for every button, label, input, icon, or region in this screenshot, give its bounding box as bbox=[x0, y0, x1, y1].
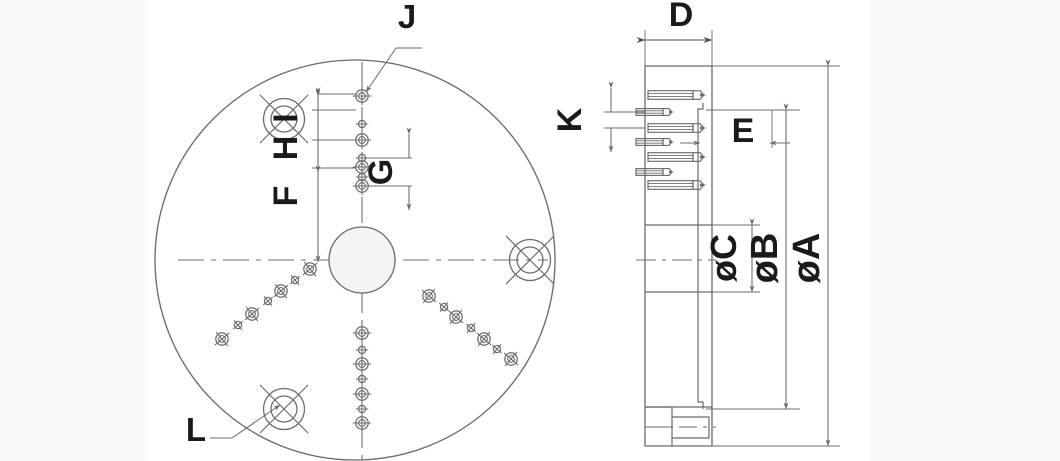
label-L: L bbox=[186, 411, 206, 448]
hole-row-diagonal-left bbox=[208, 255, 324, 353]
dimension-D bbox=[636, 30, 713, 66]
lower-counterbore bbox=[645, 406, 673, 446]
label-I: I bbox=[267, 113, 305, 122]
body-outline bbox=[644, 65, 713, 447]
label-F: F bbox=[267, 186, 305, 207]
label-J: J bbox=[398, 0, 416, 35]
right-margin-band bbox=[870, 0, 1060, 461]
dimension-A bbox=[712, 59, 840, 447]
label-G: G bbox=[362, 159, 400, 185]
dimension-I bbox=[312, 89, 356, 140]
chuck-outer-circle bbox=[154, 59, 556, 461]
left-margin-band bbox=[0, 0, 148, 461]
label-E: E bbox=[732, 112, 755, 150]
dimension-H bbox=[312, 139, 356, 173]
front-view bbox=[154, 47, 556, 461]
label-H: H bbox=[267, 136, 305, 161]
dimension-G bbox=[368, 127, 412, 211]
label-C: øC bbox=[703, 234, 744, 282]
bolt-6 bbox=[635, 168, 676, 176]
hole-row-bottom bbox=[352, 323, 372, 433]
bolt-1 bbox=[647, 90, 708, 100]
label-D: D bbox=[669, 0, 694, 34]
dimension-labels: J L D E K F H I G øC øB øA bbox=[186, 0, 828, 448]
bolt-4 bbox=[635, 138, 676, 146]
label-A: øA bbox=[786, 233, 828, 284]
lower-step-block bbox=[672, 416, 710, 439]
label-K: K bbox=[551, 107, 589, 132]
center-bore bbox=[328, 226, 396, 294]
internal-recess-profile bbox=[697, 103, 704, 409]
leader-J bbox=[365, 47, 422, 93]
dimension-B bbox=[706, 103, 800, 410]
dimension-C bbox=[707, 218, 760, 293]
jaw-slot-bottom-left bbox=[259, 384, 309, 434]
dimension-K bbox=[604, 81, 645, 153]
side-view bbox=[604, 30, 840, 447]
label-B: øB bbox=[744, 233, 786, 284]
hole-row-diagonal-right bbox=[415, 282, 525, 373]
leader-L bbox=[210, 404, 281, 439]
